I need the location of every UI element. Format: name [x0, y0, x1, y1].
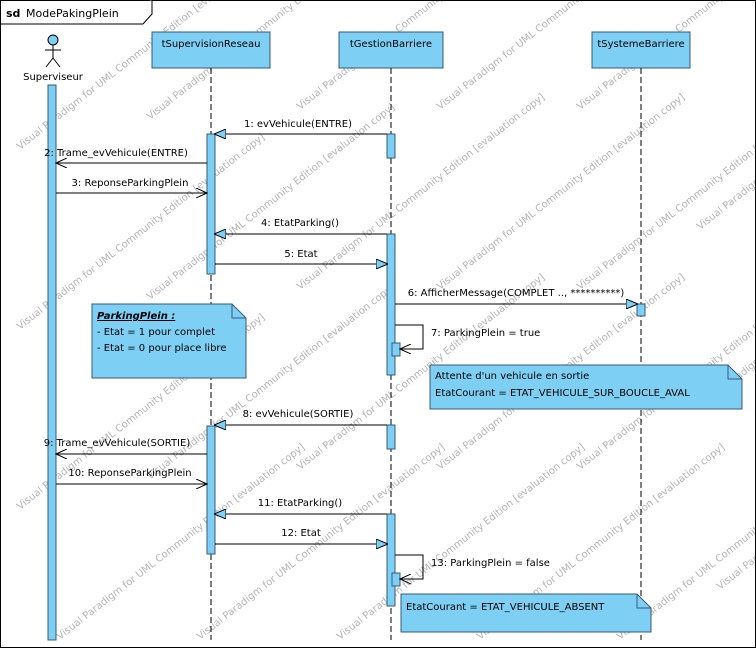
message-label: 7: ParkingPlein = true — [431, 328, 540, 339]
note-line: EtatCourant = ETAT_VEHICULE_ABSENT — [406, 602, 605, 613]
note-line: - Etat = 1 pour complet — [97, 327, 215, 338]
lifeline-label: tSystemeBarriere — [597, 39, 684, 50]
message-7-self[interactable]: 7: ParkingPlein = true — [395, 324, 540, 349]
message-label: 1: evVehicule(ENTRE) — [244, 119, 352, 130]
message-2[interactable]: 2: Trame_evVehicule(ENTRE) — [44, 148, 207, 163]
message-label: 11: EtatParking() — [258, 498, 343, 509]
note-line: Attente d'un vehicule en sortie — [435, 371, 589, 382]
lifeline-tSupervisionReseau[interactable]: tSupervisionReseau — [151, 31, 271, 69]
message-8[interactable]: 8: evVehicule(SORTIE) — [215, 409, 387, 425]
message-label: 2: Trame_evVehicule(ENTRE) — [44, 148, 188, 159]
message-label: 10: ReponseParkingPlein — [68, 468, 191, 479]
note-line: EtatCourant = ETAT_VEHICULE_SUR_BOUCLE_A… — [435, 388, 690, 399]
message-10[interactable]: 10: ReponseParkingPlein — [56, 468, 207, 484]
actor-activation — [47, 84, 57, 641]
lifeline-label: tGestionBarriere — [350, 39, 432, 50]
watermark-text: Visual Paradigm for UML Community Editio… — [435, 92, 687, 292]
message-13-self[interactable]: 13: ParkingPlein = false — [395, 554, 550, 579]
frame-kind: sd — [6, 7, 20, 20]
message-9[interactable]: 9: Trame_evVehicule(SORTIE) — [44, 438, 207, 454]
activation-gb-self-2 — [391, 572, 401, 587]
activation-gb-1 — [386, 133, 396, 159]
message-12[interactable]: 12: Etat — [215, 528, 387, 544]
frame-tab — [0, 0, 153, 25]
message-11[interactable]: 11: EtatParking() — [215, 498, 387, 514]
note-attente[interactable]: Attente d'un vehicule en sortie EtatCour… — [429, 364, 743, 410]
note-parking-plein[interactable]: ParkingPlein : - Etat = 1 pour complet -… — [91, 303, 247, 379]
message-label: 8: evVehicule(SORTIE) — [243, 409, 354, 420]
message-5[interactable]: 5: Etat — [215, 249, 387, 264]
message-label: 5: Etat — [284, 249, 317, 260]
message-label: 4: EtatParking() — [261, 218, 339, 229]
message-3[interactable]: 3: ReponseParkingPlein — [56, 178, 207, 193]
activation-sup-2 — [206, 425, 216, 555]
actor-superviseur[interactable]: Superviseur — [23, 34, 84, 83]
activation-sb-1 — [636, 303, 646, 317]
message-6[interactable]: 6: AfficherMessage(COMPLET .., *********… — [395, 288, 637, 304]
note-line: - Etat = 0 pour place libre — [97, 343, 226, 354]
watermark-text: Visual Paradigm for UML Community Editio… — [575, 92, 756, 292]
watermark-text: Visual Paradigm for UML Community Editio… — [695, 32, 756, 232]
note-title: ParkingPlein : — [97, 311, 175, 322]
message-label: 6: AfficherMessage(COMPLET .., *********… — [408, 288, 625, 299]
activation-gb-self-1 — [391, 342, 401, 357]
message-4[interactable]: 4: EtatParking() — [215, 218, 387, 234]
message-label: 12: Etat — [281, 528, 321, 539]
actor-label: Superviseur — [23, 72, 84, 83]
activation-sup-1 — [206, 133, 216, 275]
message-1[interactable]: 1: evVehicule(ENTRE) — [215, 119, 387, 134]
message-label: 3: ReponseParkingPlein — [72, 178, 189, 189]
actor-head-icon — [47, 34, 59, 46]
lifeline-label: tSupervisionReseau — [162, 39, 261, 50]
activation-gb-4 — [386, 513, 396, 607]
message-label: 9: Trame_evVehicule(SORTIE) — [44, 438, 191, 449]
frame-title: ModePakingPlein — [26, 7, 119, 20]
lifeline-tGestionBarriere[interactable]: tGestionBarriere — [338, 31, 444, 69]
message-label: 13: ParkingPlein = false — [431, 558, 550, 569]
lifeline-tSystemeBarriere[interactable]: tSystemeBarriere — [591, 31, 691, 69]
activation-gb-3 — [386, 424, 396, 450]
note-absent[interactable]: EtatCourant = ETAT_VEHICULE_ABSENT — [400, 593, 652, 633]
